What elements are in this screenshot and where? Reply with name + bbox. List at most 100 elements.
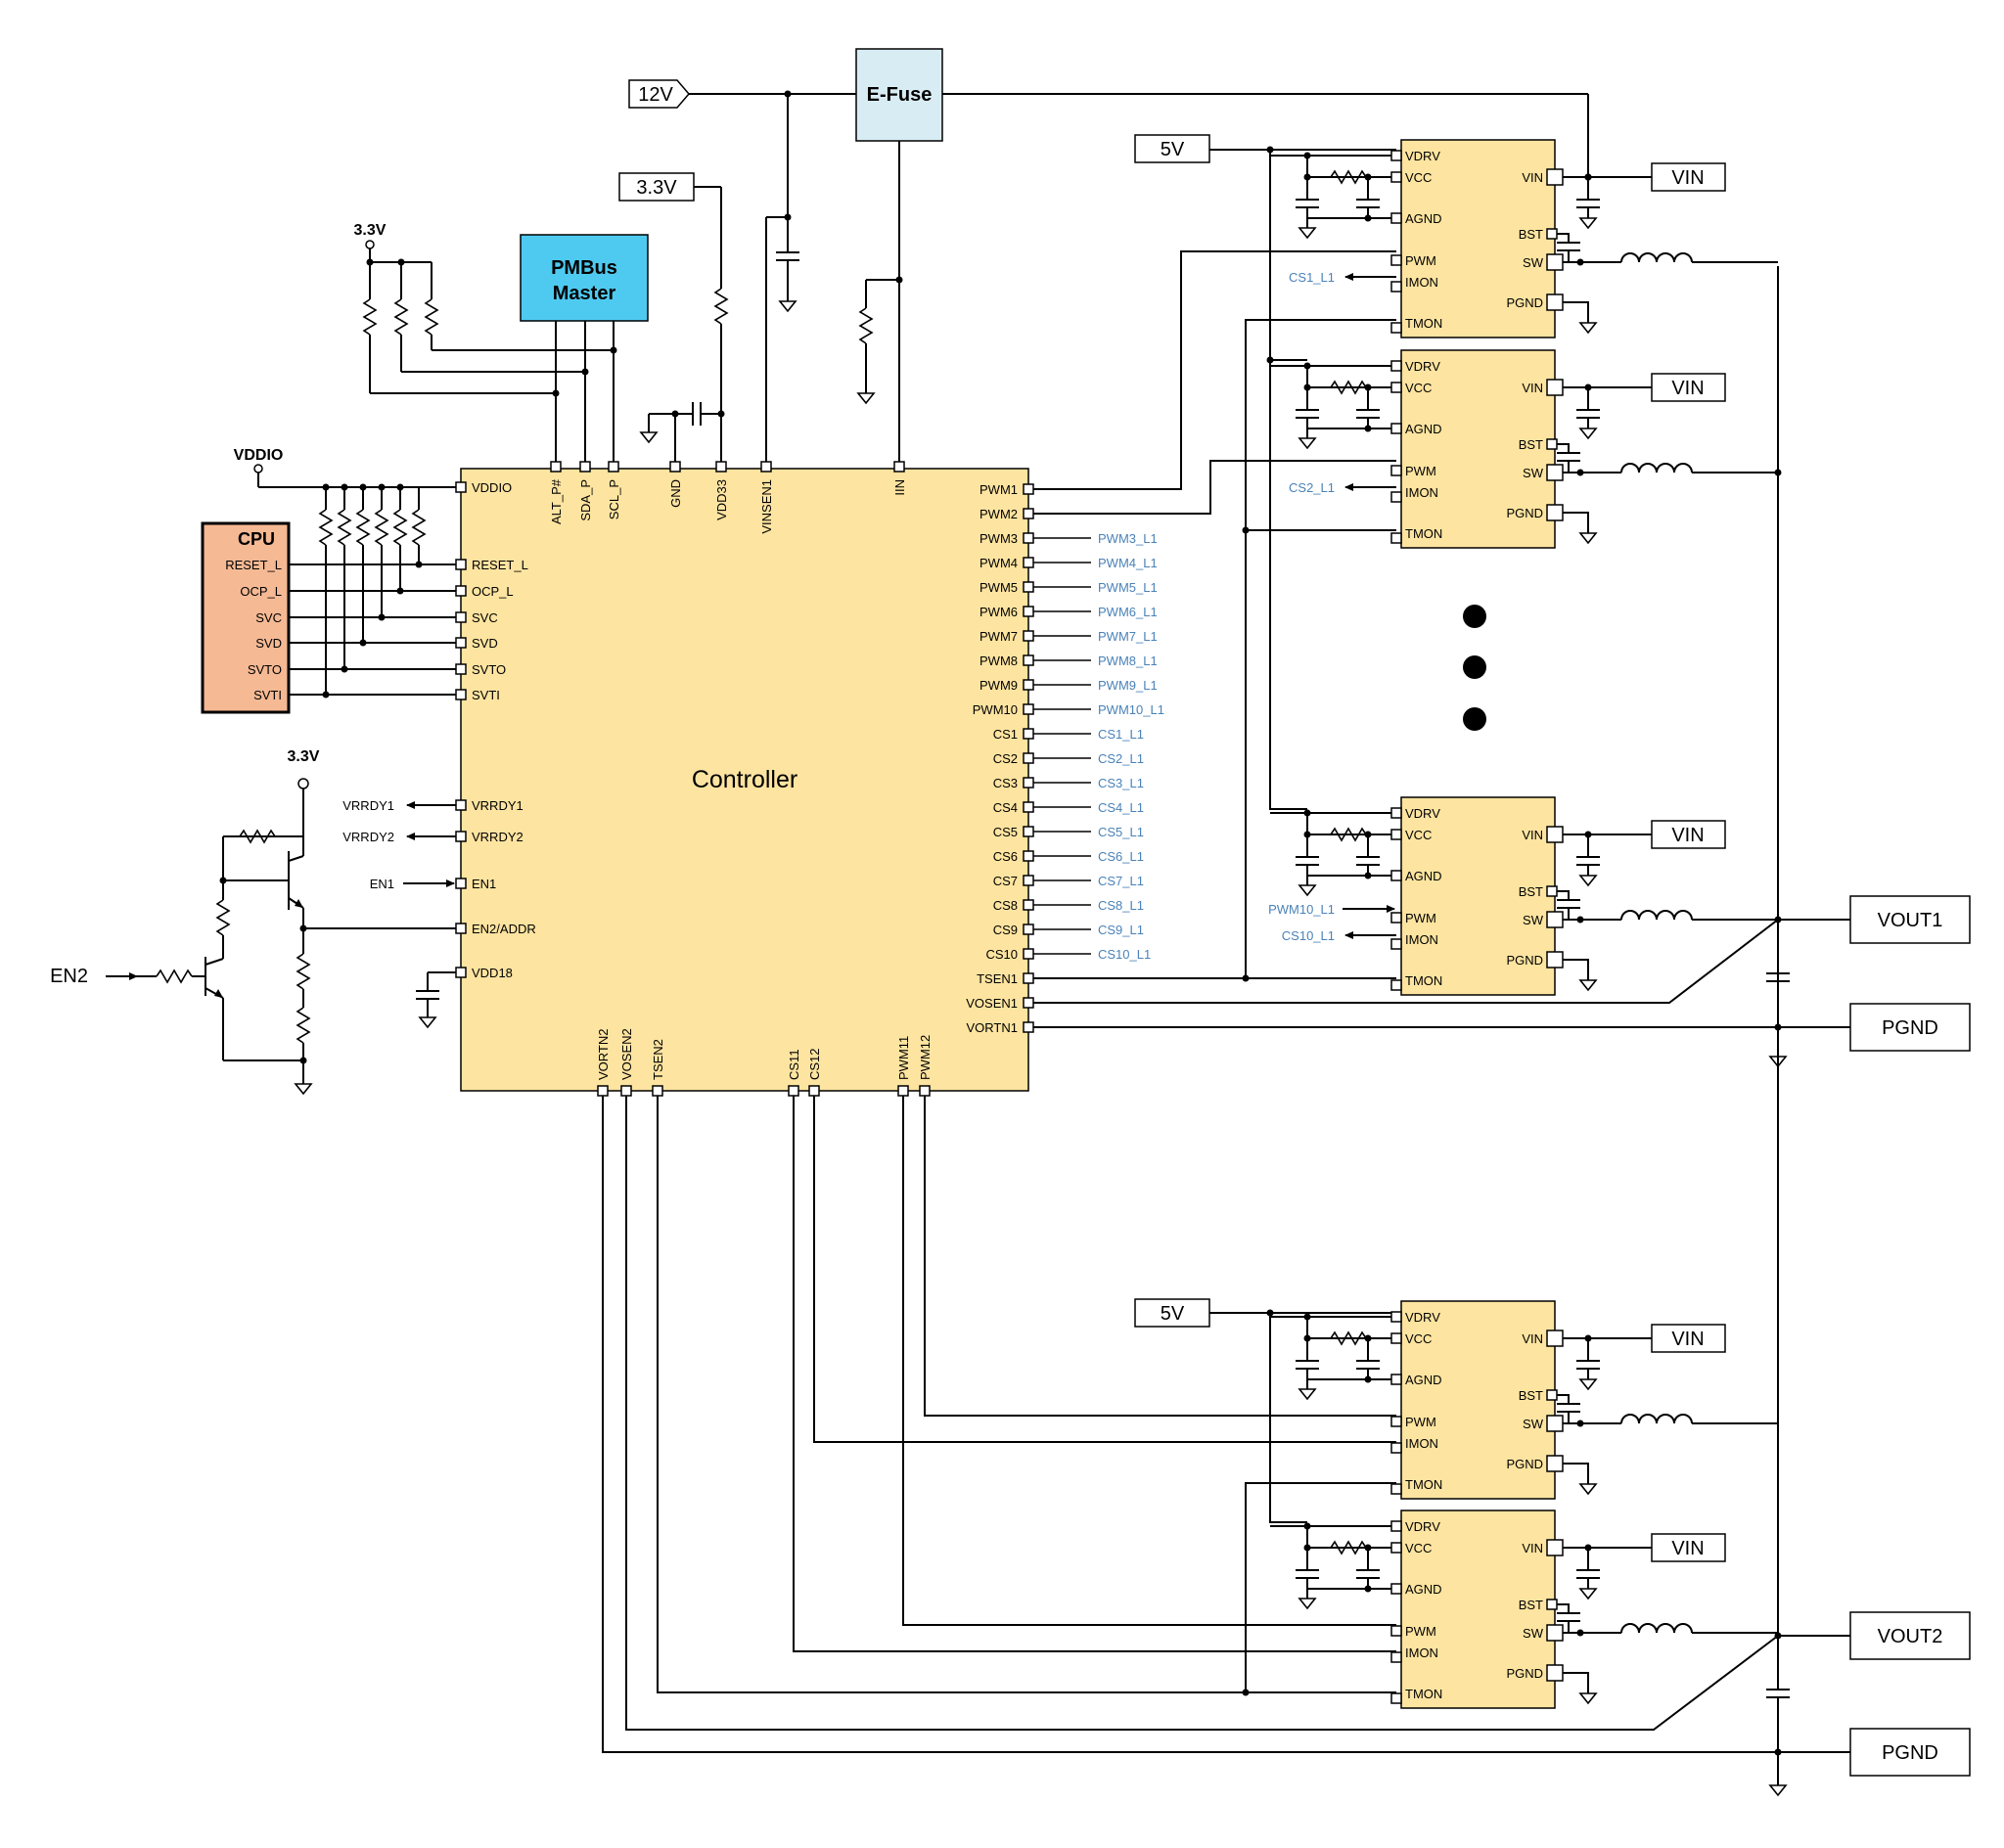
- vddio-label: VDDIO: [234, 447, 284, 464]
- controller-box: [460, 468, 1029, 1092]
- ctrl-pin-reset: RESET_L: [472, 558, 528, 572]
- vout2-label: VOUT2: [1878, 1626, 1943, 1647]
- phase-pin-sw: SW: [1523, 466, 1544, 480]
- ctrl-pin-tsen2: TSEN2: [651, 1039, 665, 1080]
- phase-net-cs2: CS2_L1: [1289, 480, 1335, 495]
- net-pwm5-l1: PWM5_L1: [1098, 580, 1158, 595]
- phase-wiring: 5V 5V CS1_L1 CS2_L1 PWM10_L1 CS10_L1 VOU…: [602, 134, 1971, 1797]
- ctrl-left-pins: VDDIO RESET_L OCP_L SVC SVD SVTO SVTI VR…: [455, 480, 536, 980]
- ctrl-pin-pwm5: PWM5: [979, 580, 1018, 595]
- ground-symbol: [778, 300, 797, 313]
- vin-label: VIN: [1671, 825, 1704, 846]
- phase-pin-vcc: VCC: [1405, 170, 1432, 185]
- phase-pin-vdrv: VDRV: [1405, 149, 1440, 163]
- phase-pin-agnd: AGND: [1405, 869, 1442, 883]
- ctrl-pin-cs10: CS10: [985, 947, 1018, 962]
- ctrl-pin-pwm7: PWM7: [979, 629, 1018, 644]
- rail-5v-box-top: [1134, 134, 1210, 163]
- phase-pin-labels: VDRV VCC AGND PWM IMON TMON VIN BST SW PGND VIN VDR…: [1405, 149, 1705, 1701]
- rail-12v-label: 12V: [638, 84, 673, 106]
- resistor-symbol: [296, 953, 311, 990]
- resistor-symbol: [393, 298, 409, 336]
- ctrl-pin-cs1: CS1: [993, 727, 1018, 742]
- ctrl-pin-ocp: OCP_L: [472, 584, 514, 599]
- phase-pin-vcc: VCC: [1405, 828, 1432, 842]
- cpu-box: [201, 521, 291, 714]
- ctrl-pin-pwm2: PWM2: [979, 507, 1018, 521]
- phase-pin-pgnd: PGND: [1506, 1457, 1543, 1471]
- rail-5v-box-bottom: [1134, 1298, 1210, 1328]
- phase-pin-sw: SW: [1523, 913, 1544, 927]
- ground-symbol: [856, 392, 876, 405]
- ctrl-right-nets: PWM3_L1 PWM4_L1 PWM5_L1 PWM6_L1 PWM7_L1 …: [1033, 531, 1164, 962]
- net-pwm10-l1: PWM10_L1: [1098, 702, 1164, 717]
- ground-symbol: [418, 1016, 437, 1029]
- resistor-symbol: [296, 1007, 311, 1044]
- ctrl-pin-vdd18: VDD18: [472, 966, 513, 980]
- phase-pin-bst: BST: [1519, 227, 1543, 242]
- resistor-symbol: [392, 509, 408, 546]
- phase-pin-sw: SW: [1523, 255, 1544, 270]
- resistor-symbol: [411, 509, 427, 546]
- phase-pin-tmon: TMON: [1405, 526, 1442, 541]
- enable-section: VRRDY1 VRRDY2 EN1 3.3V EN2: [50, 748, 456, 1096]
- rail-5v-label-bottom: 5V: [1161, 1303, 1185, 1325]
- ctrl-pin-cs4: CS4: [993, 800, 1018, 815]
- net-pwm9-l1: PWM9_L1: [1098, 678, 1158, 693]
- ctrl-pin-cs5: CS5: [993, 825, 1018, 839]
- net-pwm7-l1: PWM7_L1: [1098, 629, 1158, 644]
- phase-pin-imon: IMON: [1405, 485, 1438, 500]
- ground-symbol: [1768, 1784, 1788, 1797]
- ctrl-pin-cs2: CS2: [993, 751, 1018, 766]
- ctrl-pin-pwm3: PWM3: [979, 531, 1018, 546]
- pgnd2-label: PGND: [1882, 1742, 1938, 1764]
- more-phases-dot: [1463, 655, 1486, 679]
- ctrl-pin-cs9: CS9: [993, 923, 1018, 937]
- ctrl-pin-cs3: CS3: [993, 776, 1018, 790]
- ctrl-pin-cs6: CS6: [993, 849, 1018, 864]
- en2-label: EN2: [50, 966, 88, 987]
- ctrl-pin-cs8: CS8: [993, 898, 1018, 913]
- phase-pin-bst: BST: [1519, 437, 1543, 452]
- net-pwm3-l1: PWM3_L1: [1098, 531, 1158, 546]
- controller-title: Controller: [692, 766, 797, 793]
- vout1-box: [1849, 895, 1971, 944]
- net-cs9-l1: CS9_L1: [1098, 923, 1144, 937]
- ctrl-pin-vosen2: VOSEN2: [619, 1028, 634, 1080]
- vrrdy1-label: VRRDY1: [342, 798, 394, 813]
- net-pwm6-l1: PWM6_L1: [1098, 605, 1158, 619]
- phase-pin-vdrv: VDRV: [1405, 359, 1440, 374]
- cpu-pin-reset: RESET_L: [225, 558, 282, 572]
- phase-pin-pgnd: PGND: [1506, 295, 1543, 310]
- ctrl-pin-tsen1: TSEN1: [977, 971, 1018, 986]
- ground-symbol: [294, 1083, 313, 1096]
- pgnd1-label: PGND: [1882, 1017, 1938, 1039]
- resistor-symbol: [374, 509, 389, 546]
- pmbus-label-2: Master: [553, 283, 616, 304]
- ctrl-pin-pwm1: PWM1: [979, 482, 1018, 497]
- phase-pin-pwm: PWM: [1405, 1624, 1436, 1639]
- ctrl-pin-scl: SCL_P: [607, 479, 621, 519]
- ctrl-pin-cs11: CS11: [787, 1049, 801, 1080]
- phase-pin-pwm: PWM: [1405, 911, 1436, 925]
- ground-symbol: [1768, 1056, 1788, 1068]
- net-cs7-l1: CS7_L1: [1098, 874, 1144, 888]
- resistor-symbol: [424, 298, 439, 336]
- phase-pin-agnd: AGND: [1405, 1582, 1442, 1597]
- net-cs1-l1: CS1_L1: [1098, 727, 1144, 742]
- phase-pin-pgnd: PGND: [1506, 953, 1543, 968]
- ctrl-pin-vddio: VDDIO: [472, 480, 512, 495]
- phase-pin-tmon: TMON: [1405, 1477, 1442, 1492]
- vin-label: VIN: [1671, 1329, 1704, 1350]
- resistor-symbol: [215, 899, 231, 936]
- phase-pin-sw: SW: [1523, 1626, 1544, 1641]
- resistor-symbol: [713, 288, 729, 325]
- resistor-symbol: [239, 829, 276, 844]
- phase-pin-vdrv: VDRV: [1405, 1519, 1440, 1534]
- rail-5v-label-top: 5V: [1161, 139, 1185, 160]
- phase-net-cs1: CS1_L1: [1289, 270, 1335, 285]
- net-pwm4-l1: PWM4_L1: [1098, 556, 1158, 570]
- vout2-box: [1849, 1611, 1971, 1660]
- cpu-pin-svc: SVC: [255, 610, 282, 625]
- phase-pin-vcc: VCC: [1405, 1541, 1432, 1555]
